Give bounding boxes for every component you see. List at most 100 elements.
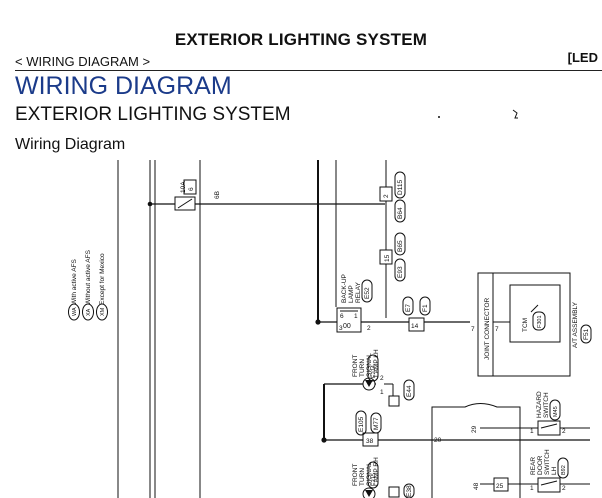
- connector-label-e7: E7: [405, 304, 412, 312]
- rear-door-switch-label: DOOR: [537, 455, 544, 475]
- connector-oval: [419, 296, 431, 316]
- pin-label: 7: [495, 326, 499, 333]
- pin-label: 2: [367, 325, 371, 332]
- hazard-switch-label: SWITCH: [543, 392, 550, 418]
- pin-label: 1: [354, 313, 358, 320]
- relay-symbol: 00: [343, 323, 351, 330]
- pin-box: [388, 395, 400, 407]
- pin-label: 7: [471, 326, 475, 333]
- pin-label: 38: [366, 438, 374, 445]
- turn-lamp-rh-label: TURN: [359, 468, 366, 486]
- pin-label: 2: [380, 375, 384, 382]
- pin-label: 2: [562, 485, 566, 492]
- wire-label-6b: 6B: [214, 191, 221, 199]
- relay-label-line: RELAY: [355, 282, 362, 303]
- legend-text-xm: Except for Mexico: [99, 253, 106, 305]
- connector-oval: [355, 410, 367, 436]
- header-divider: [15, 70, 602, 71]
- connector-label-e38: E38: [406, 485, 413, 497]
- connector-label-e214: E214: [371, 365, 377, 378]
- pin-box: [493, 477, 509, 492]
- pin-label: 15: [384, 254, 391, 262]
- fuse-number-box: [183, 179, 197, 195]
- connector-label-m45: M45: [553, 406, 559, 417]
- connector-label-m77: M77: [373, 417, 380, 430]
- breadcrumb: < WIRING DIAGRAM >: [15, 54, 151, 69]
- connector-label-f51: F51: [583, 328, 590, 340]
- connector-label-e93: E93: [397, 266, 404, 278]
- turn-lamp-lh-label: SIGNAL: [366, 353, 373, 377]
- pin-label: 1: [530, 428, 534, 435]
- page-header-title: EXTERIOR LIGHTING SYSTEM: [174, 30, 428, 49]
- turn-lamp-rh-label: SIGNAL: [366, 462, 373, 486]
- turn-lamp-lh-label: FRONT: [352, 355, 359, 377]
- connector-oval: [394, 258, 406, 282]
- pin-box: [362, 432, 379, 447]
- hazard-switch-label: HAZARD: [536, 391, 543, 418]
- legend-text-xa: Without active AFS: [85, 249, 92, 305]
- connector-oval: [403, 483, 415, 498]
- module-box: [431, 403, 521, 498]
- pin-box: [379, 249, 393, 265]
- legend-code-oval: [96, 303, 108, 321]
- legend-code-oval: [68, 303, 80, 321]
- rear-door-switch-label: LH: [551, 466, 558, 475]
- pin-box: [388, 486, 400, 498]
- connector-oval: [403, 379, 415, 401]
- section-subtitle: EXTERIOR LIGHTING SYSTEM: [15, 104, 291, 125]
- section-title: WIRING DIAGRAM: [15, 72, 232, 100]
- connector-label-f1: F1: [422, 304, 429, 312]
- legend-code: XA: [86, 308, 92, 316]
- pin-label: 25: [496, 483, 504, 490]
- connector-oval: [549, 399, 561, 421]
- tcm-label: TCM: [522, 318, 529, 332]
- scan-mark: [438, 116, 440, 118]
- connector-label-e215: E215: [371, 473, 377, 486]
- connector-oval: [557, 457, 569, 479]
- pin-label: 1: [380, 389, 384, 396]
- pin-label: 1: [530, 485, 534, 492]
- scan-mark: [512, 109, 518, 119]
- legend-code-oval: [82, 303, 94, 321]
- fuse-element: [177, 198, 193, 209]
- turn-lamp-rh-label: FRONT: [352, 464, 359, 486]
- turn-lamp-lh-label: LAMP LH: [373, 349, 380, 377]
- connector-label-e44: E44: [406, 385, 413, 397]
- connector-oval: [370, 412, 382, 434]
- turn-lamp-rh-symbol: [365, 490, 373, 497]
- connector-label-e52: E52: [364, 287, 371, 299]
- connector-oval: [532, 311, 546, 331]
- tcm-arrow: [530, 304, 539, 313]
- connector-oval: [394, 199, 406, 223]
- connector-oval: [361, 279, 373, 303]
- junction-dot: [321, 437, 327, 443]
- rear-door-switch-label: SWITCH: [544, 449, 551, 475]
- pin-label: 6: [340, 313, 344, 320]
- diagram-heading: Wiring Diagram: [15, 136, 126, 153]
- connector-label-b92: B92: [561, 465, 567, 475]
- at-assembly-label: A/T ASSEMBLY: [572, 301, 579, 348]
- pin-box: [408, 317, 425, 332]
- legend-text-wa: With active AFS: [71, 258, 78, 305]
- connector-label-e105: E105: [358, 416, 365, 432]
- connector-label-d115: D115: [397, 180, 404, 195]
- pin-label: 48: [473, 482, 480, 490]
- connector-label-f301: F301: [537, 315, 543, 328]
- section-tag: [LED: [567, 50, 598, 65]
- connector-oval: [394, 171, 406, 199]
- junction-dot: [315, 319, 321, 325]
- relay-label-line: LAMP: [348, 285, 355, 303]
- connector-label-b65: B65: [397, 240, 404, 252]
- connector-label-b64: B64: [397, 207, 404, 219]
- connector-oval: [367, 461, 379, 489]
- connector-oval: [402, 296, 414, 316]
- fuse-amp: 10A: [180, 181, 187, 193]
- turn-lamp-lh-symbol: [365, 380, 373, 387]
- pin-label: 20: [434, 437, 442, 444]
- connector-oval: [580, 324, 592, 344]
- pin-label: 2: [562, 428, 566, 435]
- connector-oval: [367, 354, 379, 382]
- pin-label: 29: [471, 425, 478, 433]
- rear-door-switch-label: REAR: [530, 457, 537, 475]
